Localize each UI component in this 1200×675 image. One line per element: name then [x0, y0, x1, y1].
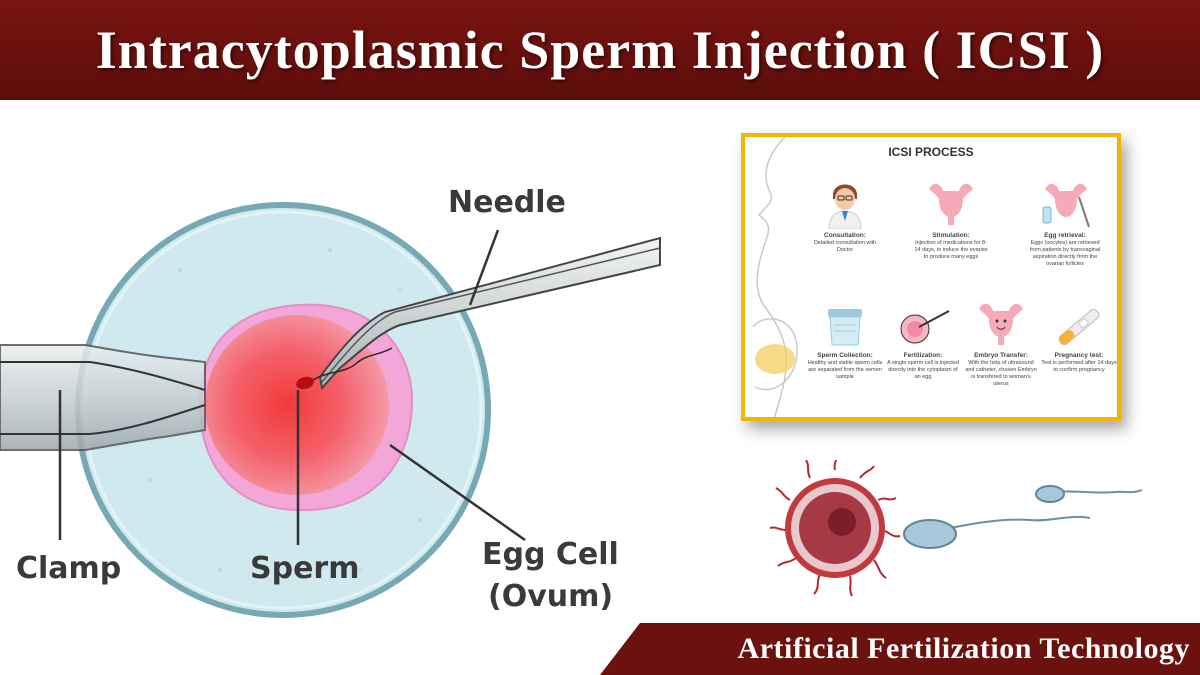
- sample-cup-icon: [828, 309, 862, 346]
- doctor-icon: [828, 184, 862, 229]
- step-egg-retrieval: Egg retrieval: Eggs (oocytes) are retrie…: [1027, 177, 1103, 268]
- step-title: Consultation:: [824, 232, 866, 239]
- footer-text: Artificial Fertilization Technology: [737, 632, 1190, 665]
- step-title: Egg retrieval:: [1044, 232, 1086, 239]
- holding-pipette: [0, 344, 206, 451]
- step-fertilization: Fertilization: A single sperm cell is in…: [885, 305, 961, 381]
- label-egg-cell: Egg Cell: [482, 537, 619, 572]
- label-ovum: (Ovum): [488, 579, 613, 614]
- step-desc: Detailed consultation with Doctor: [813, 240, 877, 253]
- step-title: Stimulation:: [932, 232, 970, 239]
- page-title: Intracytoplasmic Sperm Injection ( ICSI …: [95, 20, 1105, 80]
- step-desc: With the help of ultrasound and catheter…: [965, 360, 1037, 387]
- card-title: ICSI PROCESS: [888, 145, 974, 159]
- step-title: Embryo Transfer:: [974, 352, 1028, 359]
- uterus-needle-icon: [1042, 183, 1090, 228]
- sperm-cell: [296, 347, 393, 390]
- happy-uterus-icon: [979, 303, 1023, 345]
- sperm-illustration-small: [1035, 485, 1143, 503]
- step-desc: Eggs (oocytes) are retrieved from patien…: [1029, 240, 1101, 267]
- step-stimulation: Stimulation: Injection of medications fo…: [913, 177, 989, 261]
- egg-sperm-illustration: [770, 460, 1143, 597]
- step-desc: Test is performed after 14 days to confi…: [1041, 360, 1117, 373]
- footer-banner: Artificial Fertilization Technology: [600, 623, 1200, 675]
- injection-icon: [900, 310, 950, 344]
- label-clamp: Clamp: [16, 551, 121, 586]
- icsi-diagram: Needle Clamp Sperm Egg Cell (Ovum): [0, 185, 661, 618]
- step-sperm-collection: Sperm Collection: Healthy and viable spe…: [807, 305, 883, 381]
- step-title: Pregnancy test:: [1054, 352, 1104, 359]
- step-embryo-transfer: Embryo Transfer: With the help of ultras…: [963, 297, 1039, 388]
- icsi-process-card: ICSI PROCESS Consultation: Detailed cons…: [741, 133, 1121, 421]
- step-desc: Injection of medications for 8-14 days, …: [914, 240, 988, 260]
- step-desc: Healthy and viable sperm cells are separ…: [807, 360, 883, 380]
- injection-needle: [318, 236, 661, 391]
- label-sperm: Sperm: [250, 551, 359, 586]
- step-title: Fertilization:: [903, 352, 943, 359]
- step-desc: A single sperm cell is injected directly…: [887, 360, 959, 380]
- title-banner: Intracytoplasmic Sperm Injection ( ICSI …: [0, 0, 1200, 100]
- pregnancy-test-icon: [1058, 308, 1100, 346]
- step-consultation: Consultation: Detailed consultation with…: [807, 177, 883, 254]
- egg-illustration: [770, 460, 901, 597]
- uterus-icon: [929, 183, 973, 225]
- label-needle: Needle: [448, 185, 566, 220]
- step-title: Sperm Collection:: [817, 352, 873, 359]
- sperm-illustration-large: [903, 515, 1091, 549]
- woman-silhouette-icon: [752, 137, 798, 417]
- step-pregnancy-test: Pregnancy test: Test is performed after …: [1041, 305, 1117, 374]
